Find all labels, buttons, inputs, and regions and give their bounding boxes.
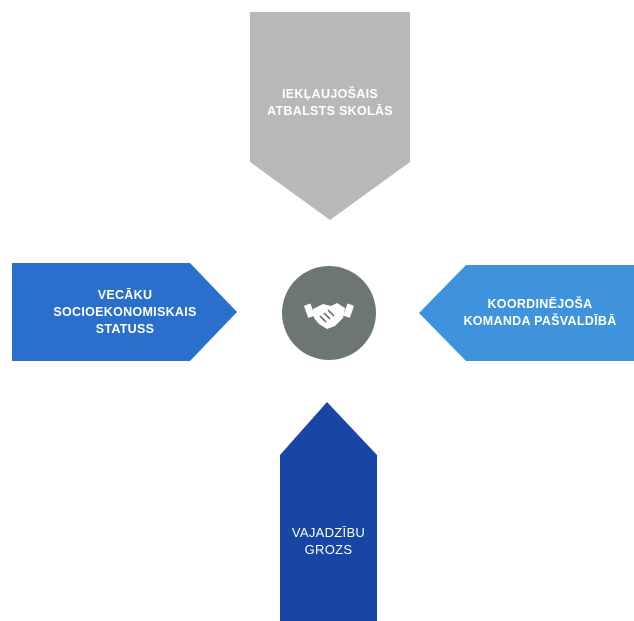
label-bottom-line-1: VAJADZĪBU — [291, 525, 366, 540]
label-top: IEKĻAUJOŠAIS ATBALSTS SKOLĀS — [250, 86, 410, 120]
label-left-line-2: SOCIOEKONOMISKAIS — [53, 305, 197, 319]
label-top-line-2: ATBALSTS SKOLĀS — [267, 104, 393, 118]
label-left-line-3: STATUSS — [95, 322, 155, 336]
arrow-bottom-needs-basket — [280, 402, 377, 621]
handshake-icon — [304, 303, 354, 329]
label-right: KOORDINĒJOŠA KOMANDA PAŠVALDĪBĀ — [446, 296, 634, 330]
label-left-line-1: VECĀKU — [97, 288, 153, 302]
label-bottom: VAJADZĪBU GROZS — [270, 524, 387, 558]
label-top-line-1: IEKĻAUJOŠAIS — [282, 87, 378, 101]
arrow-top-inclusive-support — [250, 12, 410, 220]
arrow-right-coordinating-team — [419, 265, 634, 361]
label-right-line-1: KOORDINĒJOŠA — [487, 297, 593, 311]
label-bottom-line-2: GROZS — [304, 542, 353, 557]
label-left: VECĀKU SOCIOEKONOMISKAIS STATUSS — [40, 287, 210, 338]
label-right-line-2: KOMANDA PAŠVALDĪBĀ — [463, 314, 617, 328]
arrow-left-parents-status — [12, 263, 237, 361]
